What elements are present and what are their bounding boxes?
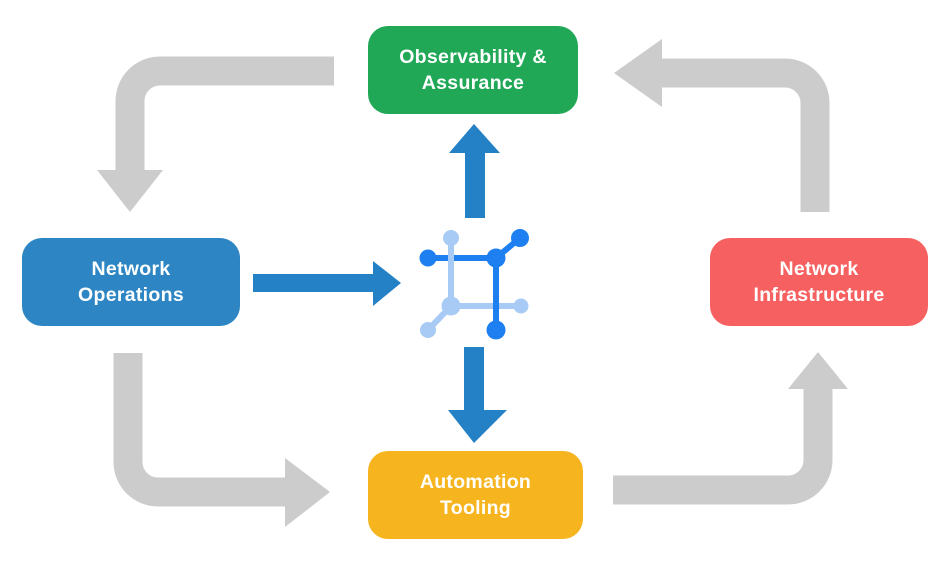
arrow-head-right-icon xyxy=(373,261,401,306)
arrow-shaft xyxy=(115,56,334,171)
icon-node xyxy=(419,249,437,267)
arrow-operations-to-automation xyxy=(113,353,330,527)
arrow-head-up-icon xyxy=(788,352,848,389)
icon-dark-nodes xyxy=(486,229,529,340)
node-label: Automation Tooling xyxy=(419,471,532,519)
arrow-center-to-observability xyxy=(449,124,500,218)
arrow-head-right-icon xyxy=(285,458,330,527)
arrow-head-left-icon xyxy=(614,39,662,107)
arrow-head-up-icon xyxy=(449,124,500,153)
node-network-infrastructure: Network Infrastructure xyxy=(710,238,928,326)
arrow-shaft xyxy=(253,274,373,292)
arrow-observability-to-operations xyxy=(97,56,334,212)
arrow-infrastructure-to-observability xyxy=(614,39,830,212)
node-label: Network Infrastructure xyxy=(753,258,885,306)
arrow-head-down-icon xyxy=(448,410,507,443)
arrow-shaft xyxy=(465,152,485,218)
arrow-shaft xyxy=(464,347,484,412)
node-label: Observability & Assurance xyxy=(399,46,547,94)
arrow-shaft xyxy=(613,389,833,505)
node-network-operations: Network Operations xyxy=(22,238,240,326)
node-observability-assurance: Observability & Assurance xyxy=(368,26,578,114)
icon-light-nodes xyxy=(420,230,529,338)
arrow-head-down-icon xyxy=(97,170,163,212)
node-automation-tooling: Automation Tooling xyxy=(368,451,583,539)
arrow-shaft xyxy=(113,353,286,507)
arrow-automation-to-infrastructure xyxy=(613,352,848,505)
arrow-center-to-automation xyxy=(448,347,507,443)
arrow-operations-to-center xyxy=(253,261,401,306)
network-automation-icon xyxy=(419,229,529,340)
node-label: Network Operations xyxy=(78,258,184,306)
arrow-shaft xyxy=(662,58,830,212)
